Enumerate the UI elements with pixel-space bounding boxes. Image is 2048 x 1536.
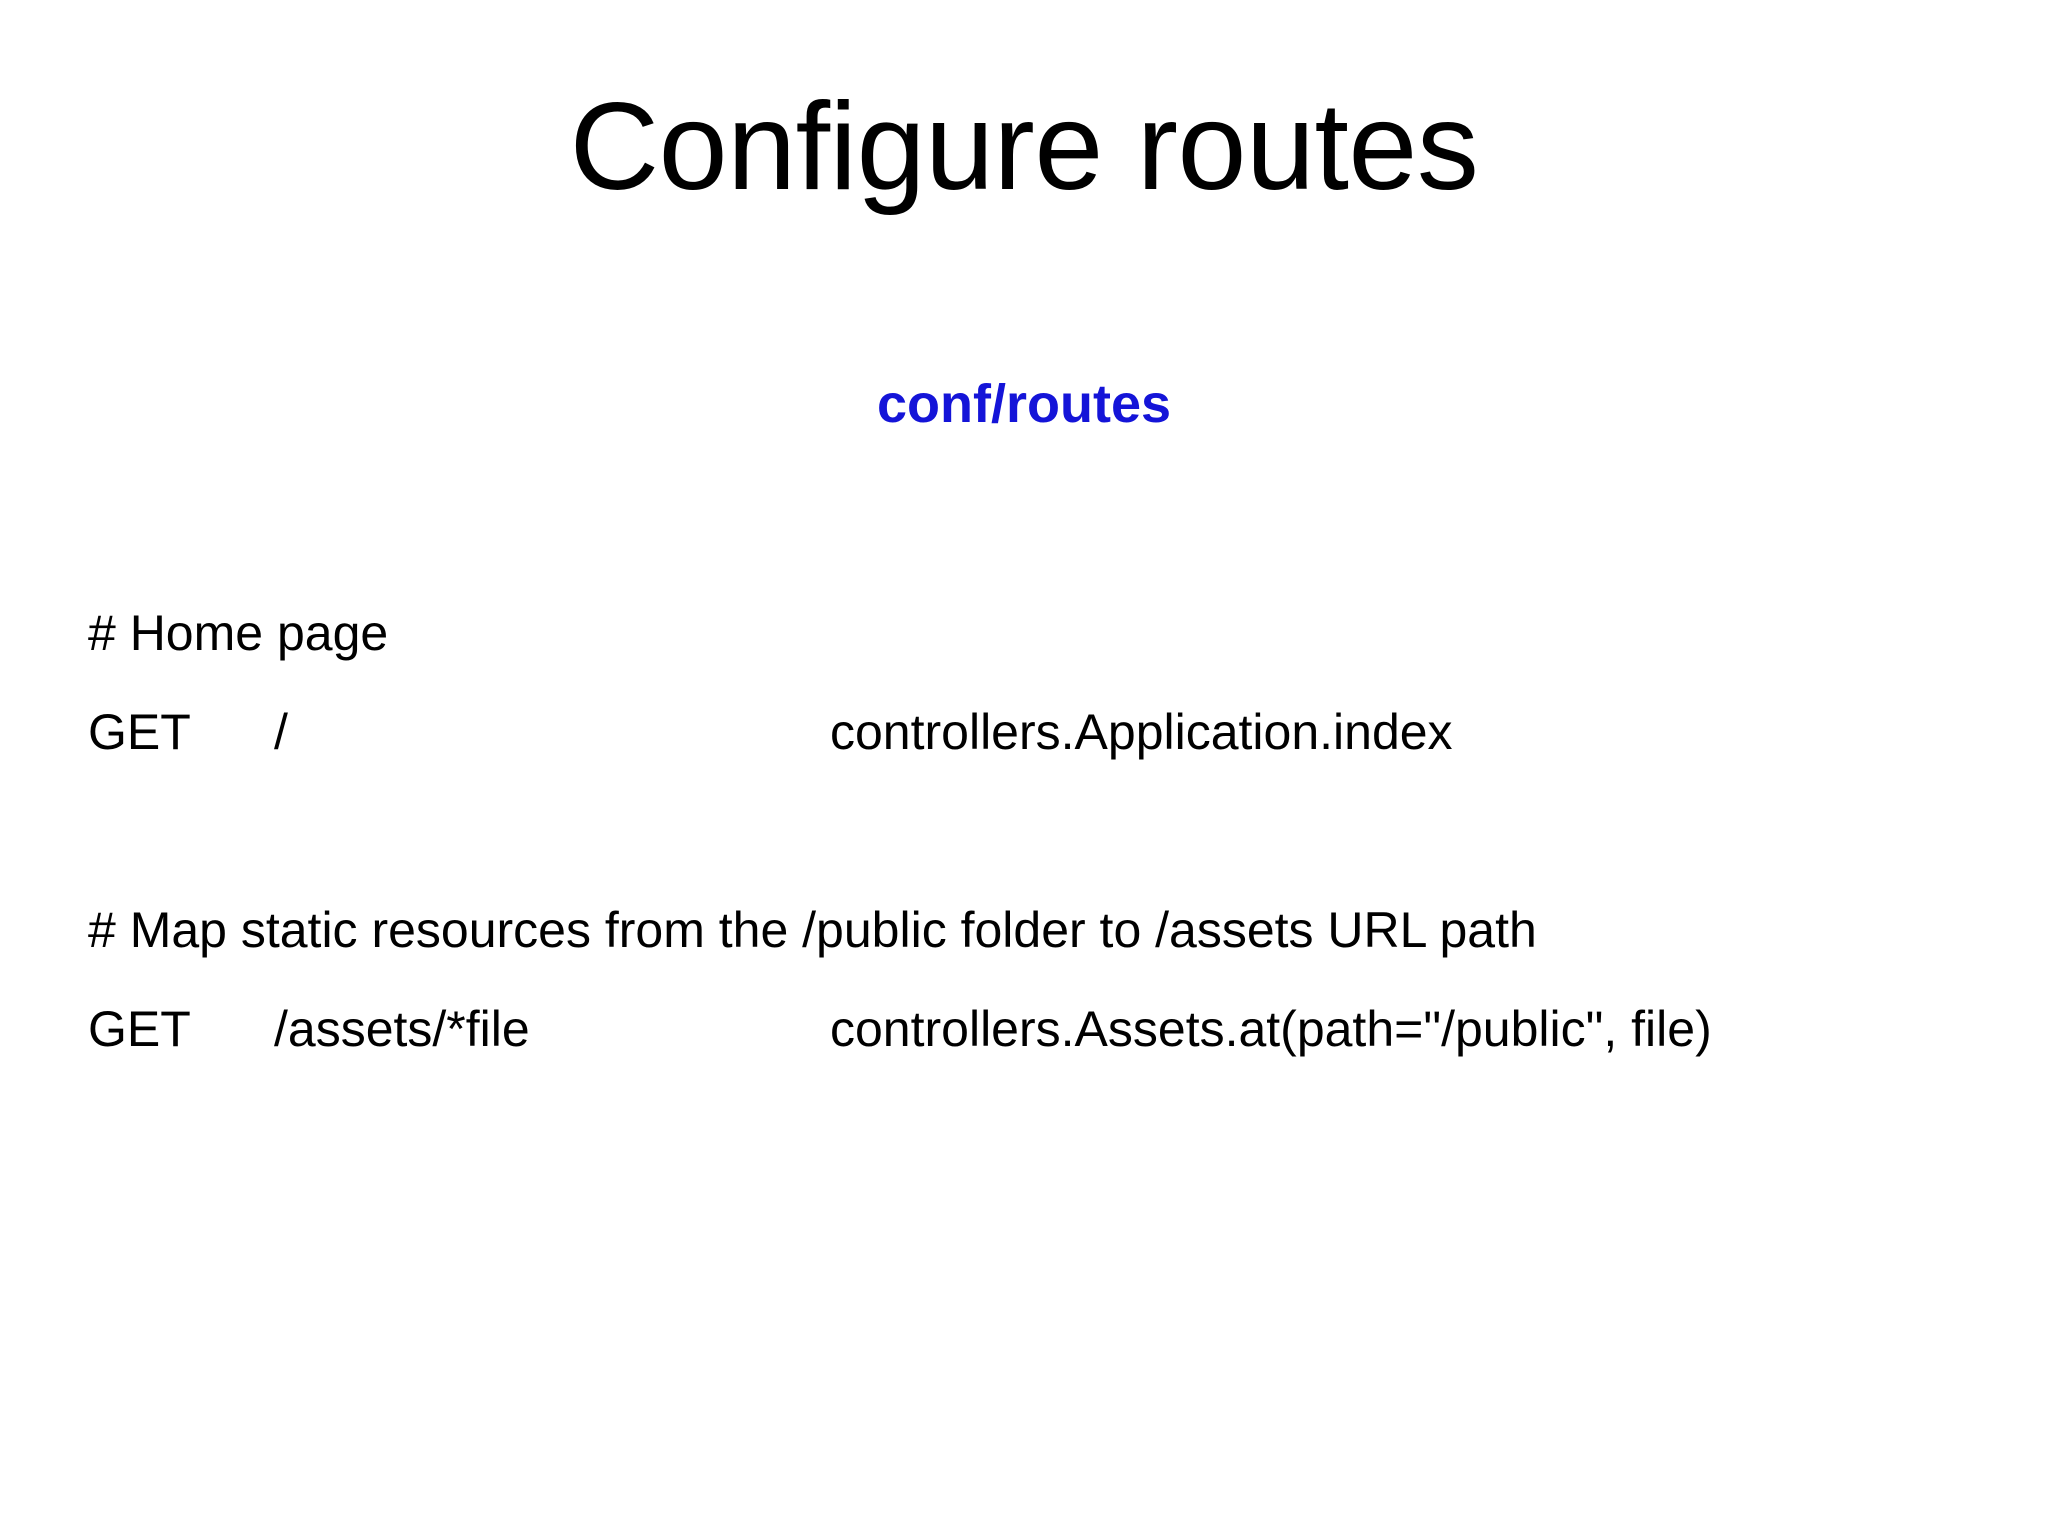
route-path: /: [274, 704, 288, 760]
route-verb: GET: [88, 704, 191, 760]
routes-comment-home: # Home page: [88, 605, 389, 661]
route-path: /assets/*file: [274, 1001, 530, 1057]
page-title: Configure routes: [569, 78, 1479, 216]
route-action: controllers.Assets.at(path="/public", fi…: [830, 1001, 1712, 1057]
routes-blank-line: [88, 806, 1988, 905]
route-action: controllers.Application.index: [830, 704, 1453, 760]
route-entry-assets: GET /assets/*file controllers.Assets.at(…: [88, 1004, 1988, 1103]
routes-comment-assets: # Map static resources from the /public …: [88, 902, 1537, 958]
route-verb: GET: [88, 1001, 191, 1057]
file-path-label: conf/routes: [876, 374, 1172, 434]
routes-code-block: # Home page GET / controllers.Applicatio…: [88, 608, 1988, 1103]
route-entry-home: GET / controllers.Application.index: [88, 707, 1988, 806]
